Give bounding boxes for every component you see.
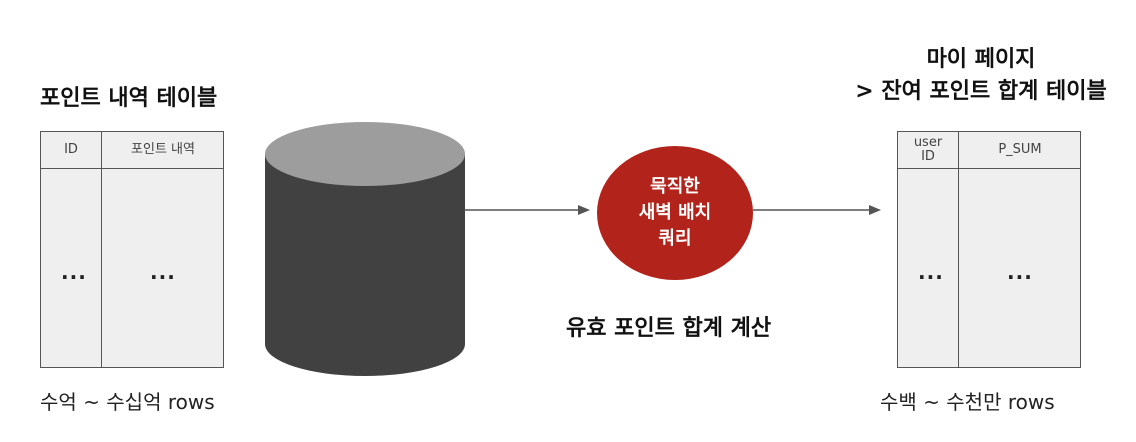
batch-query-line-3: 쿼리 xyxy=(658,228,692,249)
source-col-points: 포인트 내역 xyxy=(131,142,195,157)
arrow-head-db-to-query xyxy=(578,205,590,215)
summary-table-header: user ID P_SUM xyxy=(898,132,1080,169)
batch-query-line-2: 새벽 배치 xyxy=(638,202,712,223)
summary-table-title: 마이 페이지 > 잔여 포인트 합계 테이블 xyxy=(846,44,1116,108)
summary-ellipsis-2: ... xyxy=(1007,260,1033,284)
summary-col-userid-line-2: ID xyxy=(921,149,935,164)
summary-col-psum: P_SUM xyxy=(998,142,1042,157)
process-label: 유효 포인트 합계 계산 xyxy=(566,316,772,341)
source-column-divider xyxy=(101,132,102,367)
source-row-count: 수억 ~ 수십억 rows xyxy=(40,390,215,414)
summary-title-line-2: > 잔여 포인트 합계 테이블 xyxy=(855,79,1107,104)
summary-col-userid-line-1: user xyxy=(913,135,943,150)
cylinder-body xyxy=(265,154,465,376)
database-cylinder-icon xyxy=(265,122,465,376)
source-table-header: ID 포인트 내역 xyxy=(41,132,223,169)
summary-table: user ID P_SUM ... ... xyxy=(897,131,1081,368)
source-table-title: 포인트 내역 테이블 xyxy=(40,86,218,111)
summary-column-divider xyxy=(958,132,959,367)
source-table: ID 포인트 내역 ... ... xyxy=(40,131,224,368)
arrow-head-query-to-summary xyxy=(869,205,881,215)
source-ellipsis-1: ... xyxy=(61,260,87,284)
batch-query-line-1: 묵직한 xyxy=(650,176,700,197)
summary-title-line-1: 마이 페이지 xyxy=(926,47,1036,72)
summary-col-userid: user ID xyxy=(898,132,958,168)
cylinder-top xyxy=(265,122,465,186)
source-col-id: ID xyxy=(64,142,78,157)
source-ellipsis-2: ... xyxy=(150,260,176,284)
summary-row-count: 수백 ~ 수천만 rows xyxy=(880,390,1055,414)
batch-query-node: 묵직한 새벽 배치 쿼리 xyxy=(597,146,753,280)
summary-ellipsis-1: ... xyxy=(918,260,944,284)
